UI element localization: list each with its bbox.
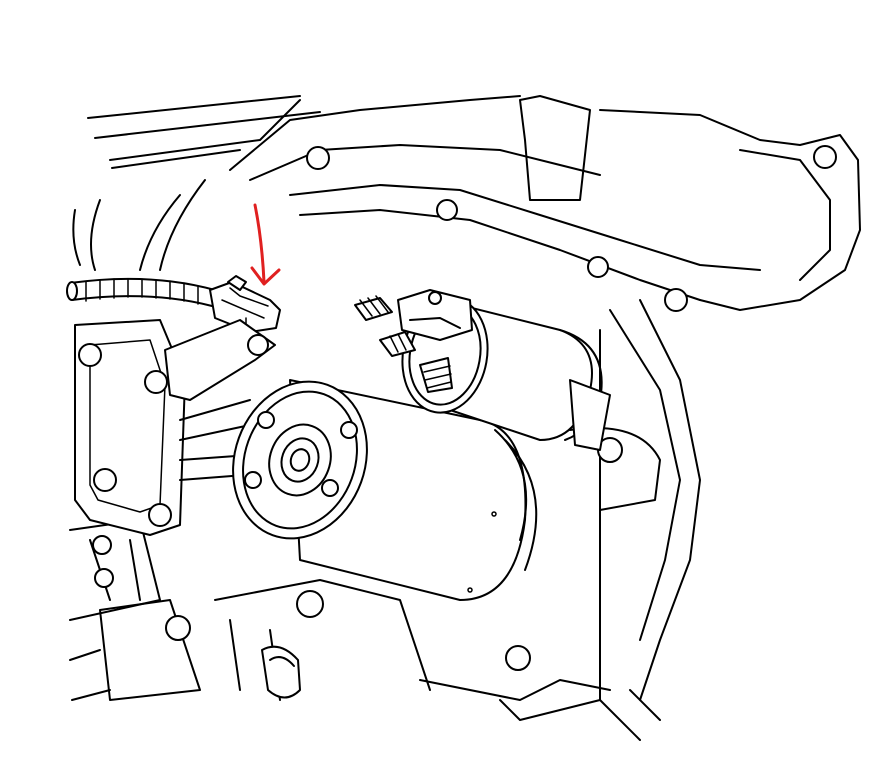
annotation-arrow (250, 203, 281, 286)
starter-motor (232, 289, 611, 601)
engine-block (69, 95, 861, 741)
mounting-flange-plate (74, 319, 251, 536)
wiring-harness (66, 277, 216, 307)
wiring-harness-connector (164, 275, 281, 401)
